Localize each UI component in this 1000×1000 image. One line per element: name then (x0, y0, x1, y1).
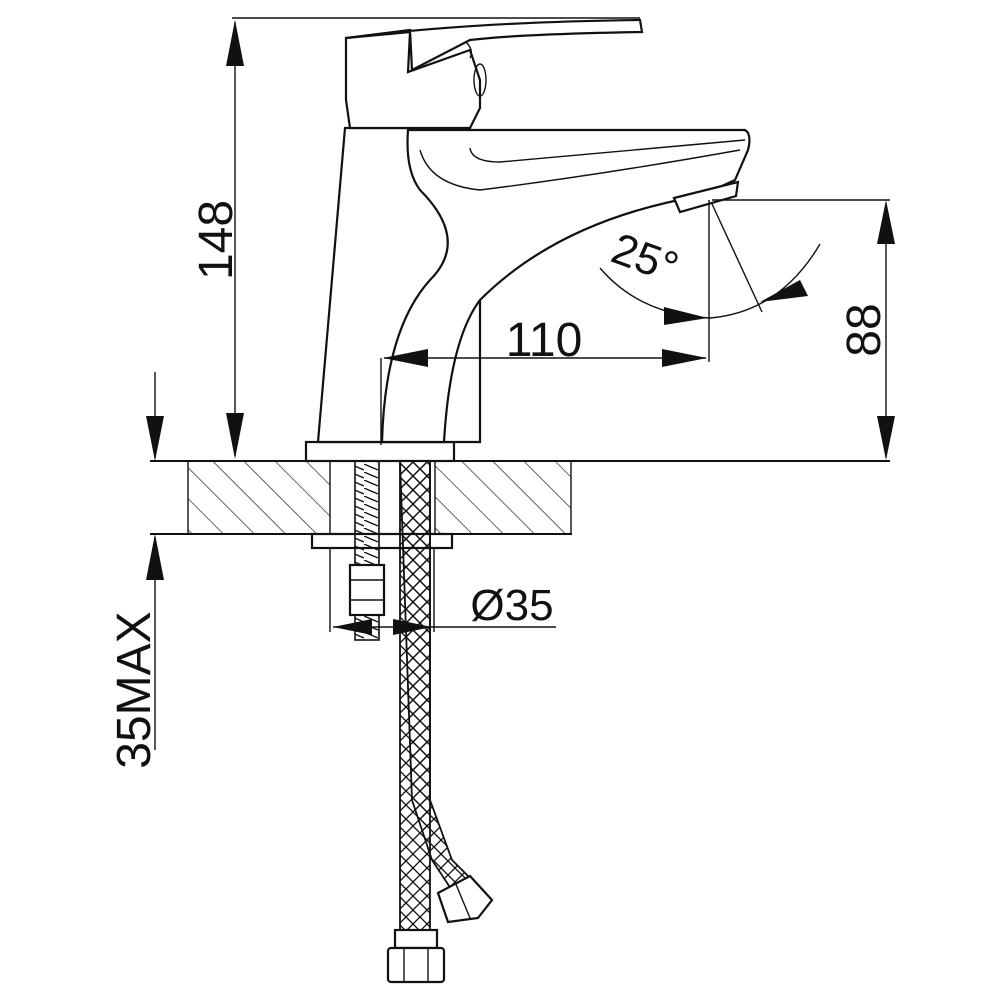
hex-nut (348, 563, 386, 617)
dimension-max-deck-thickness: 35MAX (108, 372, 164, 769)
label-total-height: 148 (190, 200, 243, 280)
faucet-body (304, 18, 751, 463)
base-plate (304, 440, 456, 463)
hose-fitting-1 (386, 946, 446, 984)
dimension-handle-angle: 25° (599, 203, 821, 325)
mounting-hardware (310, 460, 454, 641)
label-spout-reach: 110 (506, 314, 583, 367)
label-hole-diameter: Ø35 (470, 581, 553, 630)
lock-washer (310, 532, 454, 550)
dimension-total-height: 148 (190, 17, 640, 459)
threaded-rod (354, 460, 380, 566)
hose-fitting-2 (436, 874, 494, 924)
label-spout-height: 88 (838, 303, 891, 356)
countertop-section (150, 460, 890, 535)
lever-handle (345, 18, 644, 72)
dimension-hole-diameter: Ø35 (329, 548, 556, 635)
flexible-hoses (386, 460, 494, 984)
label-max-deck-thickness: 35MAX (108, 611, 161, 768)
label-handle-angle: 25° (605, 224, 684, 293)
spout (380, 128, 751, 444)
dimension-spout-reach: 110 (380, 200, 710, 445)
dimension-spout-height: 88 (712, 199, 895, 460)
aerator (672, 180, 740, 214)
hose-2 (399, 460, 431, 932)
